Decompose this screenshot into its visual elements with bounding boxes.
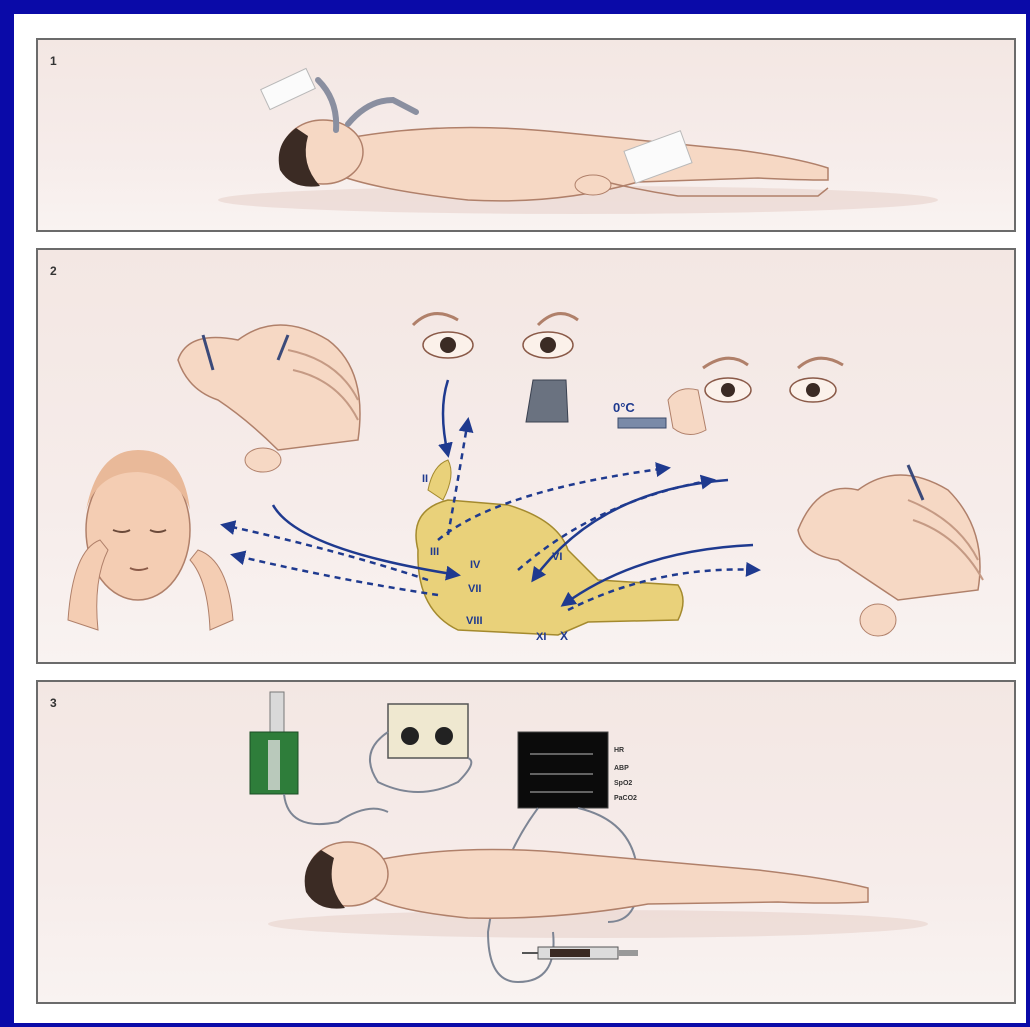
nerve-label-XI: XI	[536, 631, 546, 643]
corneal-reflex-head	[178, 325, 360, 472]
nerve-label-X: X	[560, 629, 568, 643]
monitor-label-abp: ABP	[614, 765, 629, 772]
nerve-label-VIII: VIII	[466, 615, 483, 627]
panel-1-apnea-setup: 1	[36, 38, 1016, 232]
panel-3-illustration: HR ABP SpO2 PaCO2	[38, 682, 1014, 1002]
panel-2-illustration: 0°C II III IV VI VII VIII XI	[38, 250, 1014, 662]
ventilator-device	[250, 692, 298, 794]
hand	[575, 175, 611, 195]
nerve-label-IV: IV	[470, 559, 481, 571]
monitor-label-spo2: SpO2	[614, 780, 632, 787]
patient-body	[368, 850, 868, 919]
nerve-label-II: II	[422, 473, 428, 485]
nerve-label-VII: VII	[468, 583, 481, 595]
pupil-light-reflex-eyes	[413, 314, 578, 422]
temperature-label: 0°C	[613, 400, 635, 415]
monitor-label-hr: HR	[614, 747, 624, 754]
monitor-label-paco2: PaCO2	[614, 795, 637, 802]
blood-gas-syringe	[522, 947, 638, 959]
gauze-pad	[261, 68, 316, 109]
figure-sheet: 1 2	[14, 14, 1026, 1023]
oculocephalic-head	[798, 465, 983, 636]
face-pain-stimulus	[68, 450, 233, 630]
control-box	[388, 704, 468, 758]
panel-1-illustration	[38, 40, 1014, 230]
nerve-label-III: III	[430, 546, 439, 558]
cold-caloric-eyes: 0°C	[613, 358, 843, 434]
panel-3-monitoring: 3 HR ABP SpO2	[36, 680, 1016, 1004]
panel-2-brainstem-reflexes: 2	[36, 248, 1016, 664]
vital-signs-monitor: HR ABP SpO2 PaCO2	[518, 732, 637, 808]
